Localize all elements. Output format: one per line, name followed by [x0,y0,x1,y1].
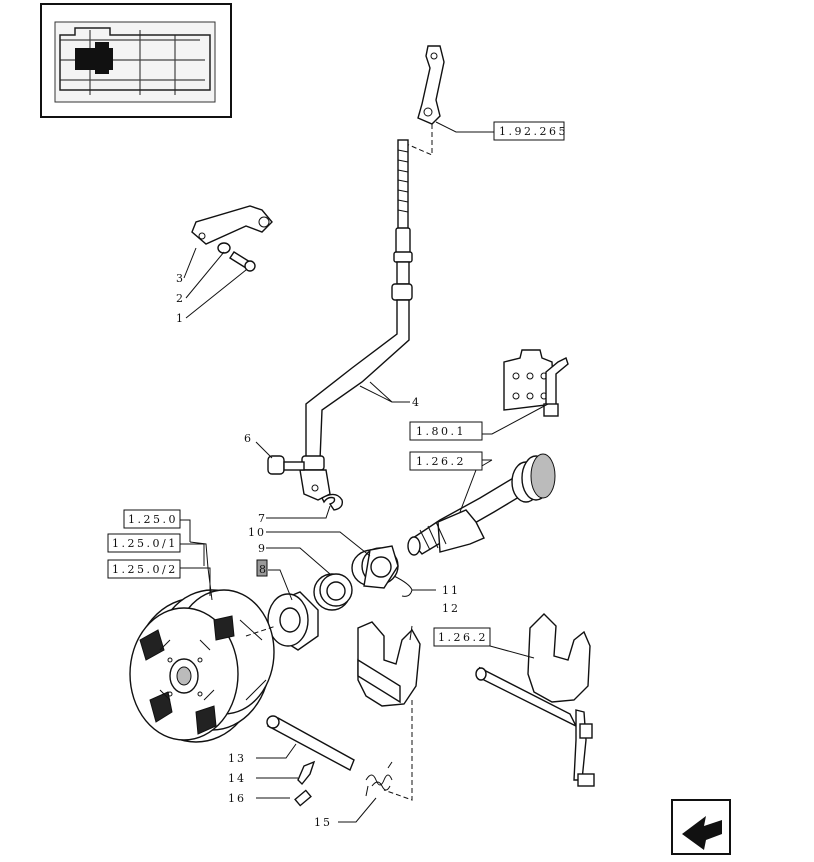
fork-shaft-part-13 [266,715,355,771]
clutch-assembly [129,589,275,743]
pedal-bracket [503,349,569,417]
callout-13[interactable]: 13 [228,752,246,765]
pin-part-14 [297,760,316,786]
bearing-part-8 [267,591,319,651]
callout-3[interactable]: 3 [176,272,185,285]
leader-lines [180,121,549,823]
callout-2[interactable]: 2 [176,292,185,305]
input-shaft-sleeve [407,453,556,556]
release-fork-part-12 [357,621,421,707]
svg-text:1.92.265: 1.92.265 [499,125,568,138]
svg-text:1.25.0/2: 1.25.0/2 [112,563,178,576]
callout-12[interactable]: 12 [442,602,460,615]
spring-part-15 [365,761,393,797]
callout-1[interactable]: 1 [176,312,185,325]
callout-14[interactable]: 14 [228,772,246,785]
ref-1-92-265[interactable]: 1.92.265 [493,121,568,141]
pin-part-16 [294,789,312,807]
callout-9[interactable]: 9 [258,542,267,555]
release-bearing-part-10 [351,545,413,597]
callout-11[interactable]: 11 [442,584,460,597]
svg-text:1.26.2: 1.26.2 [416,455,466,468]
svg-text:1.25.0: 1.25.0 [128,513,178,526]
callout-4[interactable]: 4 [412,396,421,409]
ref-1-25-0-2[interactable]: 1.25.0/2 [107,559,181,579]
bearing-part-9 [313,573,353,611]
callout-7[interactable]: 7 [258,512,267,525]
callout-15[interactable]: 15 [314,816,332,829]
callout-8[interactable]: 8 [259,563,268,576]
ref-1-26-2-lower[interactable]: 1.26.2 [433,627,491,647]
control-rod [299,139,413,501]
callout-6[interactable]: 6 [244,432,253,445]
ref-1-25-0[interactable]: 1.25.0 [123,509,181,529]
upper-bracket [417,45,445,125]
clip-part-7 [321,493,344,511]
ref-1-80-1[interactable]: 1.80.1 [409,421,483,441]
callout-numbers: 3 2 1 4 6 7 10 9 8 11 12 13 14 16 15 [176,272,460,829]
bolt-part-6 [267,455,305,475]
ref-1-26-2-upper[interactable]: 1.26.2 [409,451,483,471]
svg-text:1.26.2: 1.26.2 [438,631,488,644]
transmission-location-thumbnail-icon[interactable] [40,3,232,118]
callout-16[interactable]: 16 [228,792,246,805]
svg-text:1.25.0/1: 1.25.0/1 [112,537,178,550]
shift-fork-lever [475,613,595,787]
ref-1-25-0-1[interactable]: 1.25.0/1 [107,533,181,553]
svg-text:1.80.1: 1.80.1 [416,425,466,438]
next-page-arrow-icon[interactable] [671,799,731,855]
release-lever-1-2-3 [191,205,273,272]
callout-10[interactable]: 10 [248,526,266,539]
